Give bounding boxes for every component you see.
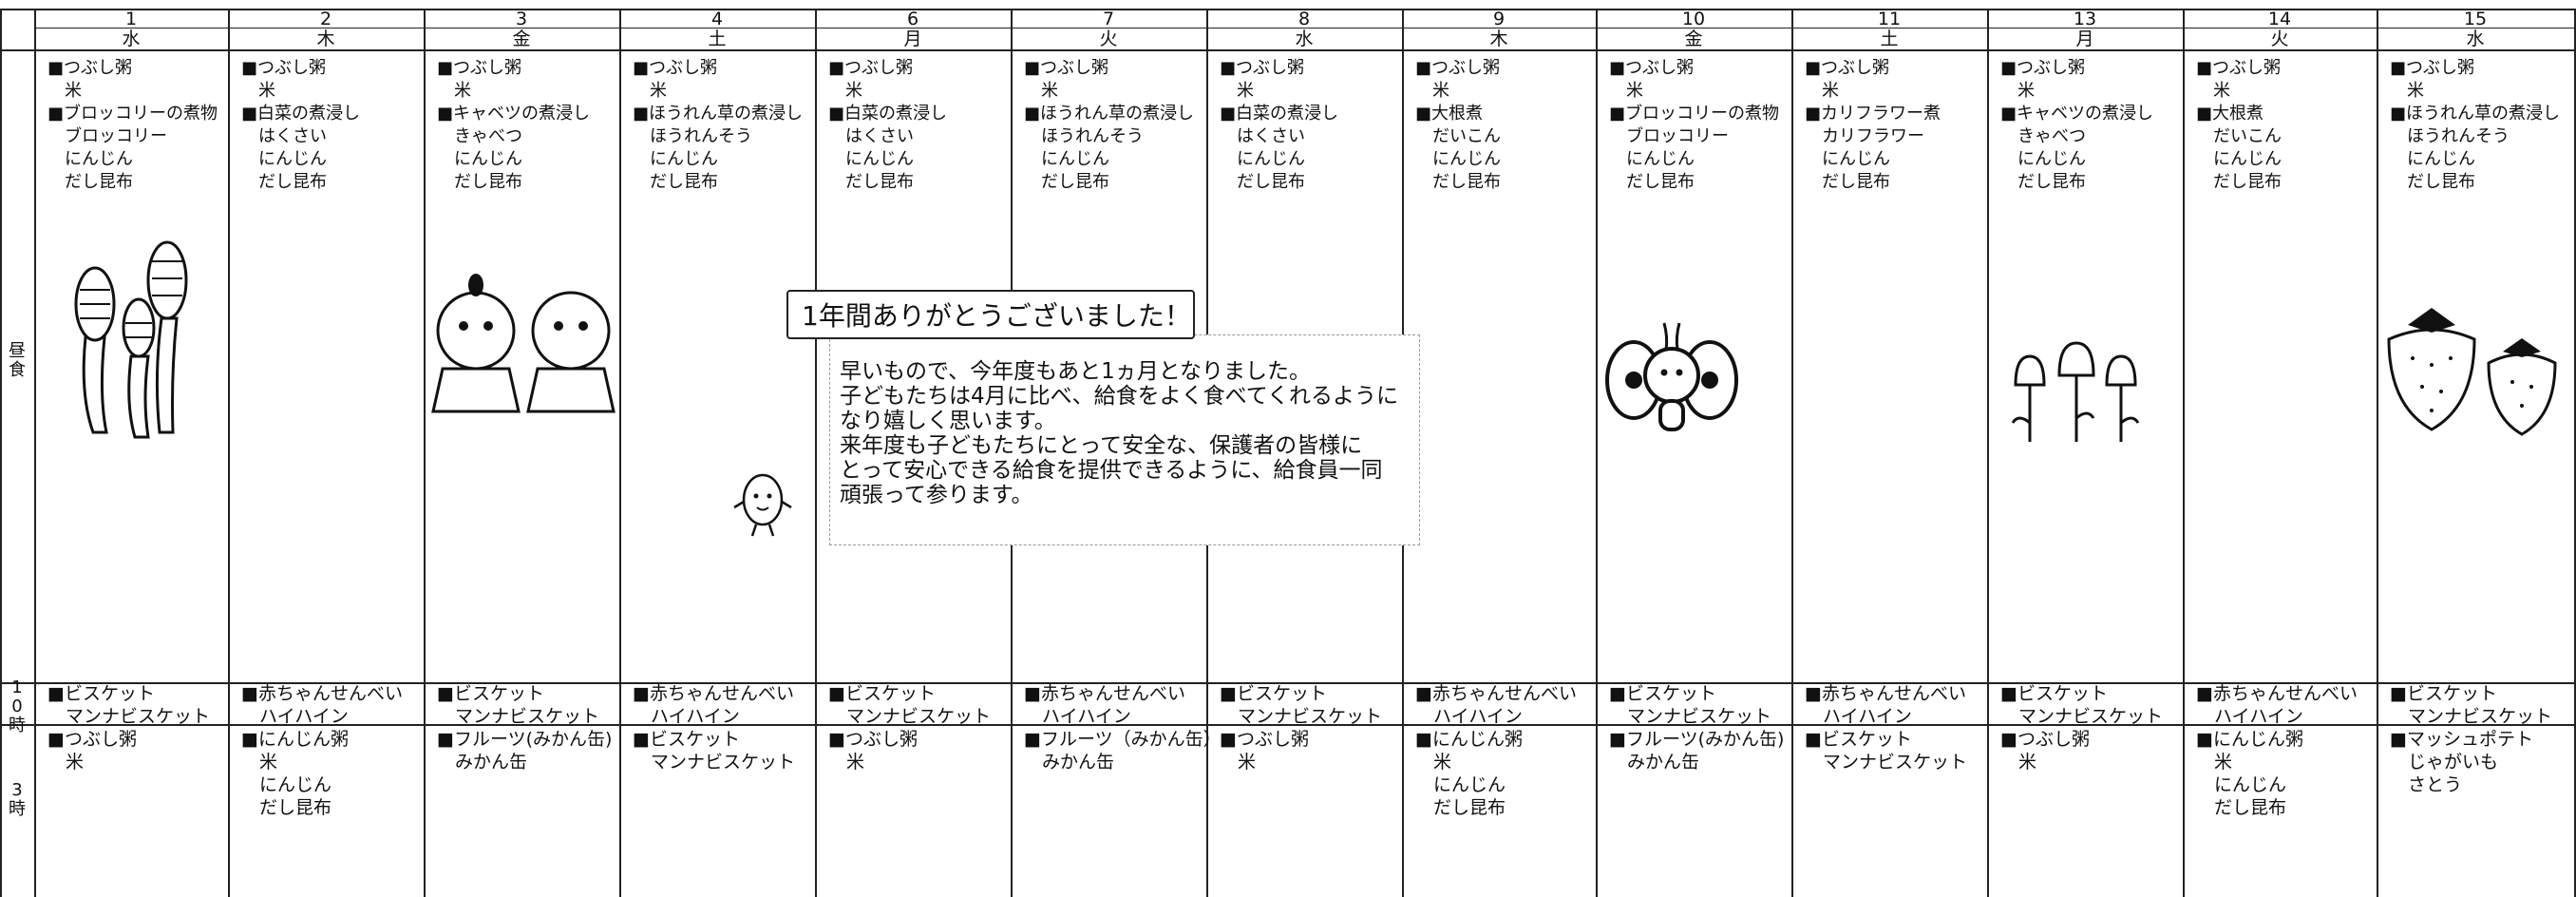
lunch-menu-cell: ■つぶし粥 米 ■大根煮 だいこん にんじん だし昆布 <box>2196 58 2282 192</box>
weekday: 土 <box>708 29 727 49</box>
day-number: 15 <box>2463 9 2488 29</box>
snack3-menu-cell: ■つぶし粥 米 <box>47 729 137 773</box>
snack10-menu-cell: ■ビスケット マンナビスケット <box>2000 683 2164 727</box>
lunch-menu-cell: ■つぶし粥 米 ■カリフラワー煮 カリフラワー にんじん だし昆布 <box>1805 58 1941 192</box>
row-label-lunch: 昼 食 <box>9 341 26 380</box>
day-number: 1 <box>124 9 138 29</box>
weekday: 水 <box>1295 29 1314 49</box>
weekday: 水 <box>2466 29 2485 49</box>
snack10-menu-cell: ■ビスケット マンナビスケット <box>2390 683 2553 727</box>
snack10-menu-cell: ■ビスケット マンナビスケット <box>47 683 211 727</box>
snack3-menu-cell: ■にんじん粥 米 にんじん だし昆布 <box>2196 729 2303 818</box>
day-number: 13 <box>2073 9 2097 29</box>
grid-top <box>0 9 2576 10</box>
lunch-menu-cell: ■つぶし粥 米 ■キャベツの煮浸し きゃべつ にんじん だし昆布 <box>2000 58 2154 192</box>
message-body: 早いもので、今年度もあと1ヵ月となりました。 子どもたちは4月に比べ、給食をよく… <box>840 359 1399 507</box>
grid-col-13 <box>2574 9 2576 897</box>
weekday: 木 <box>1489 29 1508 49</box>
grid-col-4 <box>815 9 817 897</box>
weekday: 金 <box>512 29 531 49</box>
grid-col-2 <box>424 9 426 897</box>
snack3-menu-cell: ■ビスケット マンナビスケット <box>1805 729 1968 773</box>
grid-snack10-bottom <box>0 724 2576 726</box>
snack3-menu-cell: ■フルーツ(みかん缶) みかん缶 <box>1609 729 1785 773</box>
day-number: 3 <box>515 9 528 29</box>
snack3-menu-cell: ■つぶし粥 米 <box>1220 729 1309 773</box>
weekday: 水 <box>122 29 141 49</box>
grid-col-11 <box>2183 9 2185 897</box>
weekday: 木 <box>316 29 335 49</box>
grid-col-1 <box>228 9 230 897</box>
lunch-menu-cell: ■つぶし粥 米 ■白菜の煮浸し はくさい にんじん だし昆布 <box>828 58 948 192</box>
day-number: 2 <box>319 9 332 29</box>
message-title: 1年間ありがとうございました！ <box>786 290 1195 339</box>
snack10-menu-cell: ■赤ちゃんせんべい ハイハイン <box>1024 683 1185 727</box>
day-number: 14 <box>2267 9 2292 29</box>
snack3-menu-cell: ■つぶし粥 米 <box>2000 729 2090 773</box>
tsukushi-icon <box>74 240 188 439</box>
weekday: 金 <box>1684 29 1703 49</box>
grid-col-12 <box>2377 9 2378 897</box>
snack10-menu-cell: ■ビスケット マンナビスケット <box>1609 683 1772 727</box>
day-number: 10 <box>1681 9 1706 29</box>
lunch-menu-cell: ■つぶし粥 米 ■大根煮 だいこん にんじん だし昆布 <box>1415 58 1501 192</box>
snack3-menu-cell: ■フルーツ（みかん缶） みかん缶 <box>1024 729 1222 773</box>
snack3-menu-cell: ■フルーツ(みかん缶) みかん缶 <box>437 729 613 773</box>
day-number: 11 <box>1877 9 1902 29</box>
snack3-menu-cell: ■にんじん粥 米 にんじん だし昆布 <box>1415 729 1523 818</box>
snack10-menu-cell: ■赤ちゃんせんべい ハイハイン <box>1805 683 1966 727</box>
weekday: 土 <box>1880 29 1899 49</box>
grid-lunch-bottom <box>0 682 2576 684</box>
grid-col-3 <box>619 9 621 897</box>
grid-col-9 <box>1791 9 1793 897</box>
grid-left <box>0 9 2 897</box>
butterfly-icon <box>1605 322 1738 431</box>
snack10-menu-cell: ■赤ちゃんせんべい ハイハイン <box>2196 683 2358 727</box>
lunch-menu-cell: ■つぶし粥 米 ■ブロッコリーの煮物 ブロッコリー にんじん だし昆布 <box>1609 58 1780 192</box>
snack10-menu-cell: ■赤ちゃんせんべい ハイハイン <box>633 683 794 727</box>
snack3-menu-cell: ■マッシュポテト じゃがいも さとう <box>2390 729 2533 795</box>
snack10-menu-cell: ■赤ちゃんせんべい ハイハイン <box>1415 683 1577 727</box>
lunch-menu-cell: ■つぶし粥 米 ■ほうれん草の煮浸し ほうれんそう にんじん だし昆布 <box>1024 58 1195 192</box>
day-number: 8 <box>1297 9 1311 29</box>
lunch-menu-cell: ■つぶし粥 米 ■白菜の煮浸し はくさい にんじん だし昆布 <box>1220 58 1339 192</box>
snack10-menu-cell: ■赤ちゃんせんべい ハイハイン <box>241 683 403 727</box>
snack10-menu-cell: ■ビスケット マンナビスケット <box>1220 683 1383 727</box>
lunch-menu-cell: ■つぶし粥 米 ■白菜の煮浸し はくさい にんじん だし昆布 <box>241 58 361 192</box>
lunch-menu-cell: ■つぶし粥 米 ■ほうれん草の煮浸し ほうれんそう にんじん だし昆布 <box>2390 58 2561 192</box>
day-number: 4 <box>710 9 724 29</box>
grid-col-8 <box>1596 9 1598 897</box>
message-box <box>829 334 1420 545</box>
grid-col-10 <box>1987 9 1989 897</box>
row-label-snack10: 1 0 時 <box>9 678 26 735</box>
snack3-menu-cell: ■ビスケット マンナビスケット <box>633 729 796 773</box>
weekday: 火 <box>2270 29 2289 49</box>
tulips-icon <box>2011 341 2140 442</box>
grid-head-mid <box>34 28 2576 29</box>
row-label-snack3: 3 時 <box>9 780 26 819</box>
snack10-menu-cell: ■ビスケット マンナビスケット <box>437 683 600 727</box>
lunch-menu-cell: ■つぶし粥 米 ■キャベツの煮浸し きゃべつ にんじん だし昆布 <box>437 58 591 192</box>
day-number: 7 <box>1102 9 1115 29</box>
day-number: 6 <box>906 9 919 29</box>
grid-head-bottom <box>0 49 2576 51</box>
snack10-menu-cell: ■ビスケット マンナビスケット <box>828 683 992 727</box>
strawberry-icon <box>2387 308 2557 436</box>
weekday: 火 <box>1099 29 1118 49</box>
snack3-menu-cell: ■つぶし粥 米 <box>828 729 918 773</box>
day-number: 9 <box>1492 9 1506 29</box>
grid-col-0 <box>34 9 36 897</box>
egg-mascot-icon <box>733 473 792 537</box>
lunch-menu-cell: ■つぶし粥 米 ■ほうれん草の煮浸し ほうれんそう にんじん だし昆布 <box>633 58 804 192</box>
lunch-menu-cell: ■つぶし粥 米 ■ブロッコリーの煮物 ブロッコリー にんじん だし昆布 <box>47 58 218 192</box>
weekday: 月 <box>2075 29 2094 49</box>
snack3-menu-cell: ■にんじん粥 米 にんじん だし昆布 <box>241 729 349 818</box>
weekday: 月 <box>903 29 922 49</box>
hina-dolls-icon <box>431 274 616 413</box>
